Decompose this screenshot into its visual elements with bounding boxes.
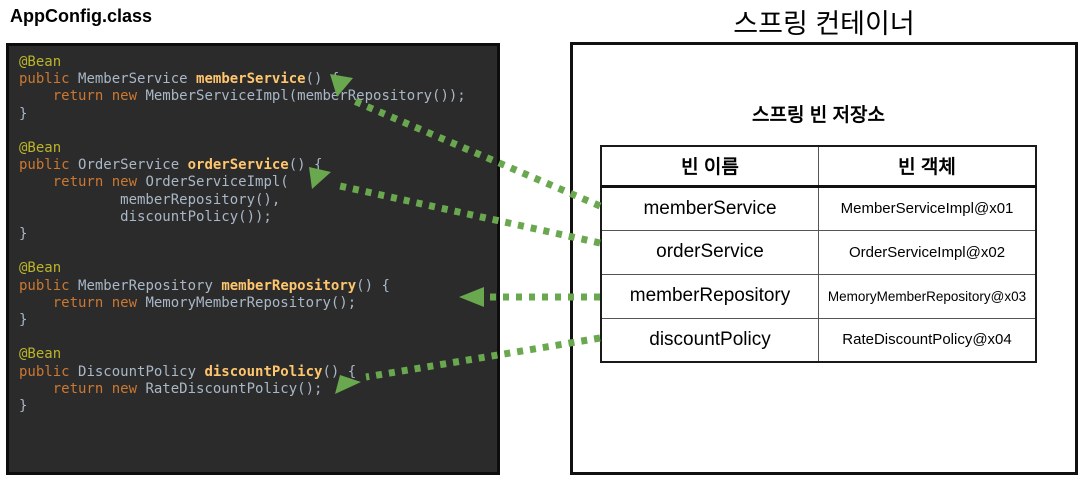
- code-token: [19, 174, 53, 190]
- bean-table-header-row: 빈 이름 빈 객체: [600, 145, 1037, 188]
- code-token: orderService: [187, 157, 289, 174]
- spring-container-title: 스프링 컨테이너: [733, 9, 915, 39]
- code-token: MemberService: [78, 71, 197, 88]
- code-token: @Bean: [19, 260, 62, 277]
- code-token: [19, 381, 53, 397]
- code-token: public: [19, 277, 79, 294]
- code-token: [19, 295, 53, 311]
- bean-object-cell: MemberServiceImpl@x01: [818, 185, 1037, 231]
- code-block: @Bean public MemberService memberService…: [6, 43, 500, 475]
- code-token: () {: [356, 277, 390, 294]
- code-token: memberRepository: [221, 277, 357, 294]
- code-token: memberRepository(),: [19, 191, 281, 208]
- code-token: OrderServiceImpl(: [145, 174, 289, 191]
- code-token: MemoryMemberRepository();: [145, 294, 357, 311]
- bean-store-title: 스프링 빈 저장소: [752, 105, 885, 126]
- code-token: discountPolicy: [204, 363, 323, 380]
- code-token: }: [19, 398, 28, 415]
- code-token: memberService: [196, 71, 306, 88]
- code-token: @Bean: [19, 54, 62, 70]
- code-token: DiscountPolicy: [78, 363, 205, 380]
- code-token: return new: [52, 294, 146, 311]
- code-token: public: [19, 71, 79, 88]
- code-token: return new: [52, 88, 146, 105]
- code-token: () {: [322, 363, 357, 380]
- code-pre: @Bean public MemberService memberService…: [19, 54, 497, 415]
- bean-object-cell: OrderServiceImpl@x02: [818, 229, 1037, 275]
- code-token: return new: [52, 174, 146, 191]
- bean-name-cell: memberRepository: [600, 273, 819, 319]
- bean-name-cell: discountPolicy: [600, 317, 819, 363]
- col-header-bean-name: 빈 이름: [600, 145, 819, 188]
- bean-object-cell: RateDiscountPolicy@x04: [818, 317, 1037, 363]
- bean-name-cell: orderService: [600, 229, 819, 275]
- code-token: }: [19, 312, 28, 329]
- code-token: MemberServiceImpl(memberRepository());: [145, 88, 466, 105]
- code-token: }: [19, 226, 28, 243]
- code-token: OrderService: [78, 157, 188, 174]
- code-token: @Bean: [19, 346, 62, 363]
- code-token: () {: [305, 71, 340, 88]
- code-token: MemberRepository: [78, 277, 222, 294]
- bean-object-cell: MemoryMemberRepository@x03: [818, 273, 1037, 319]
- code-token: discountPolicy());: [19, 208, 272, 225]
- code-token: () {: [288, 157, 323, 174]
- code-token: return new: [52, 380, 146, 397]
- code-token: [19, 88, 53, 104]
- code-token: public: [19, 157, 79, 174]
- code-token: @Bean: [19, 140, 62, 157]
- appconfig-class-title: AppConfig.class: [10, 6, 153, 26]
- bean-name-cell: memberService: [600, 185, 819, 231]
- code-token: RateDiscountPolicy();: [145, 380, 323, 397]
- code-token: }: [19, 105, 28, 122]
- code-token: public: [19, 363, 79, 380]
- col-header-bean-object: 빈 객체: [818, 145, 1037, 188]
